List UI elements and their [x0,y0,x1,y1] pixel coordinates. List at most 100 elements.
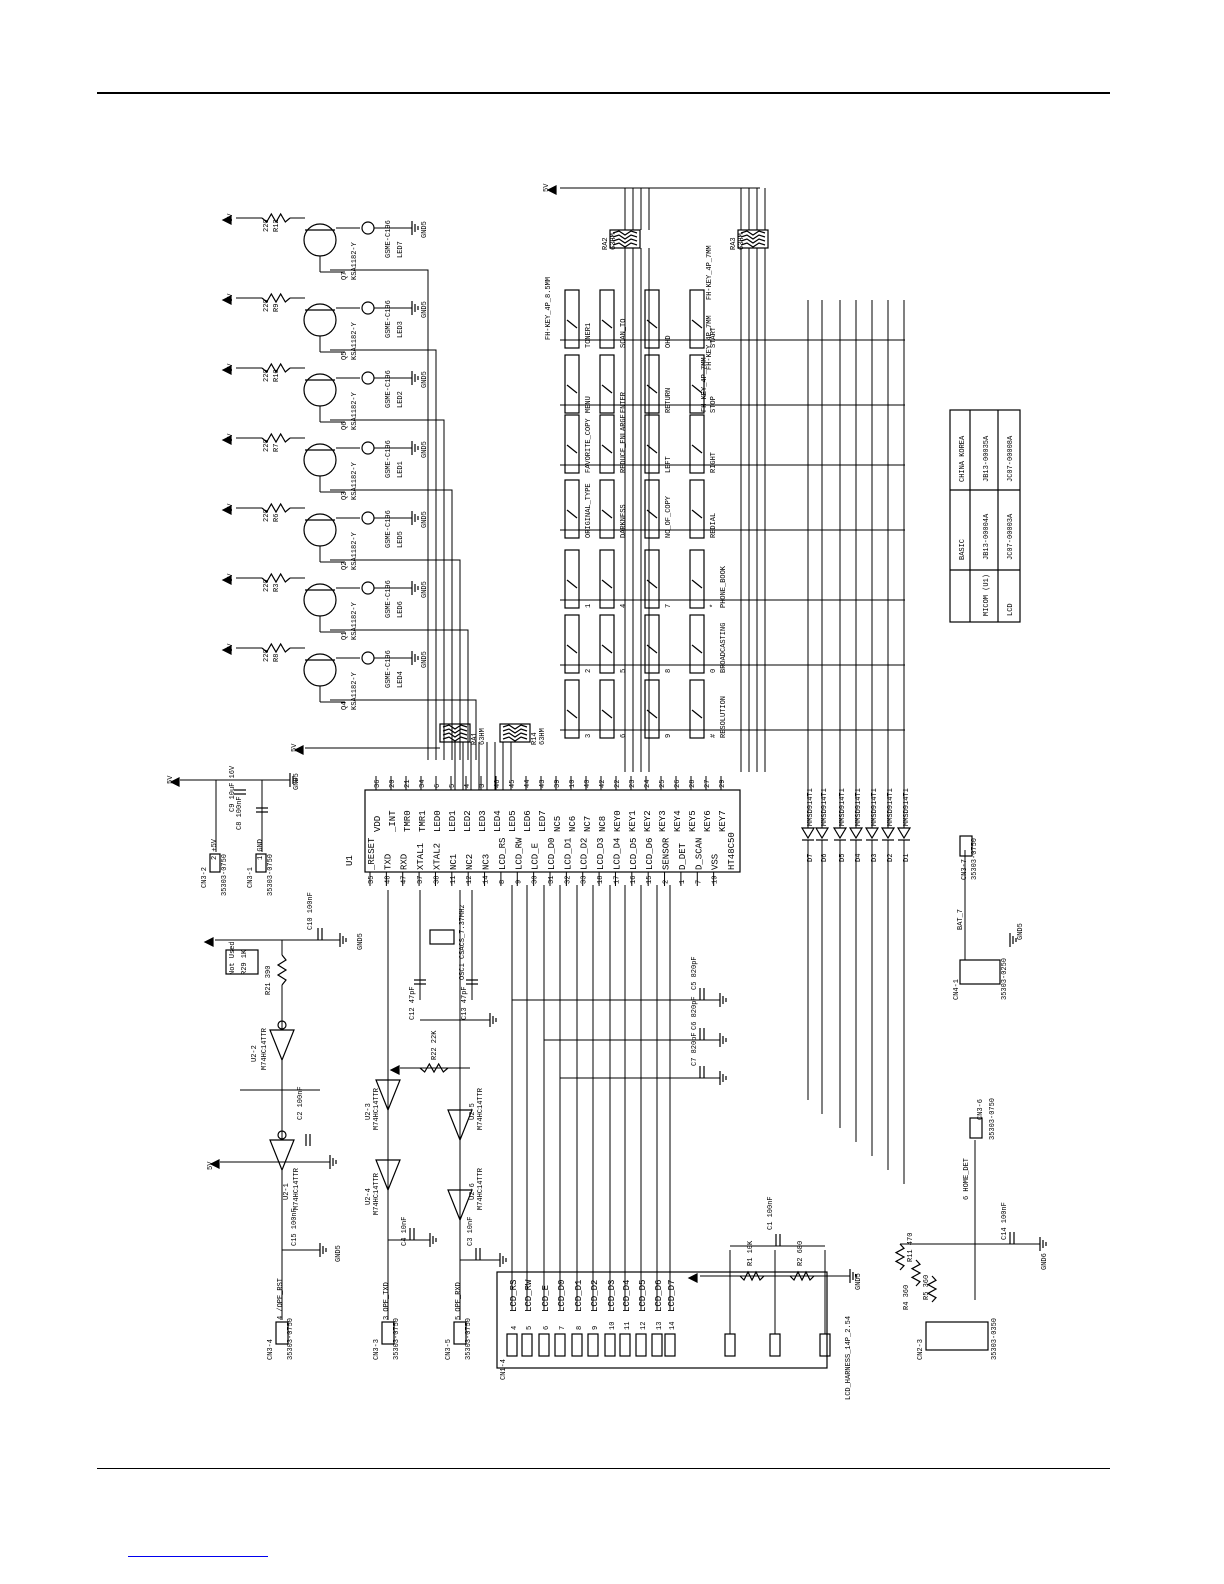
supply-arrow [209,1159,220,1169]
inverter-part: M74HC14TTR [293,1167,301,1210]
base-resistor [261,432,291,444]
diode-ref: D4 [855,854,863,862]
ic-pin-name: LCD_E [531,843,541,870]
reset-resistor [276,954,288,986]
ic-pin-number: 27 [704,780,712,788]
key-switch [564,549,580,609]
ic-pin-number: 6 [434,784,442,788]
ic-pin-name: NC8 [598,816,608,832]
key-switch [564,414,580,474]
connector-ref: CN3-5 [445,1339,453,1360]
ic-pin-number: 42 [599,780,607,788]
key-switch [599,289,615,349]
supply-arrow [221,215,232,225]
connector-pin [453,1321,467,1345]
resnet-value: 63HM [610,233,618,250]
key-label: SCAN_TO [620,319,628,348]
ic-pin-number: 5 [449,784,457,788]
supply-arrow [221,295,232,305]
supply-arrow [687,1273,698,1283]
ic-pin-name: KEY4 [673,810,683,832]
ic-pin-number: 17 [613,876,621,884]
resnet-ref: RA3 [730,237,738,250]
diode-part: MMSD914T1 [855,788,863,826]
supply-label: 5V [227,293,235,302]
ground-label: GND6 [1041,1253,1049,1270]
diode-symbol [800,827,816,840]
led-trace [330,699,477,760]
ic-pin-name: NC1 [449,854,459,870]
ic-pin-name: TMR0 [403,810,413,832]
ic-pin-number: 9 [515,880,523,884]
connector-part: 35303-0350 [991,1318,999,1360]
lcd-pin-number: 11 [624,1322,632,1330]
lcd-resistor [789,1270,815,1282]
switch-contact [691,644,703,654]
cap-label: C6 820pF [691,996,699,1030]
diode-ref: D1 [903,854,911,862]
connector-part: 35303-0750 [287,1318,295,1360]
supply-arrow [546,185,557,195]
key-label: ENTER [620,391,628,413]
cap-label: C15 100nF [291,1208,299,1246]
led-symbol [361,651,375,665]
connector-part: 35303-0750 [971,838,979,880]
connector-pin-label: 1 GND [257,839,265,860]
switch-contact [601,384,613,394]
diode-ref: D6 [821,854,829,862]
led-trace [330,269,429,760]
key-label: 6 [620,734,628,738]
inverter-symbol [447,1189,473,1222]
ic-pin-number: 32 [564,876,572,884]
key-label: TONER1 [585,323,593,348]
key-label: OHD [665,335,673,348]
inverter-bubble [277,1130,287,1140]
key-label: PHONE_BOOK [720,565,728,608]
lcd-connector-pin [724,1333,736,1357]
transistor-part: KSA1182-Y [351,671,359,710]
key-label: 3 [585,734,593,738]
transistor-symbol [303,653,337,687]
diode-part: MMSD914T1 [839,788,847,826]
base-resistor [261,642,291,654]
resnet-element [740,234,766,240]
cap-label: C8 100nF [236,796,244,830]
inverter-part: M74HC14TTR [477,1087,485,1130]
connector-part: 35303-0750 [221,854,229,896]
ic-pin-name: VSS [711,854,721,870]
resistor-ref: R7 [273,444,281,452]
transistor-part: KSA1182-Y [351,241,359,280]
ic-pin-number: 24 [644,780,652,788]
connector-pin [959,835,973,857]
footer-link-underline[interactable] [128,1556,268,1557]
diode-ref: D7 [807,854,815,862]
resnet-element [740,242,766,248]
key-label: 8 [665,669,673,673]
key-label: RETURN [665,388,673,413]
resnet-element [442,732,468,738]
ic-pin-name: NC3 [482,854,492,870]
switch-contact [691,579,703,589]
supply-arrow [221,505,232,515]
ic-pin-name: _RESET [367,837,377,871]
ic-pin-number: 7 [695,880,703,884]
cap-label: C9 10uF 16V [229,765,237,812]
lcd-connector-pin [571,1333,583,1357]
supply-label: 5V [227,363,235,372]
transistor-symbol [303,443,337,477]
resnet-element [502,736,528,742]
ic-pin-name: RXD [400,854,410,870]
ic-pin-name: LED3 [478,810,488,832]
cap-label: C3 10nF [467,1217,475,1246]
diode-part: MMSD914T1 [807,788,815,826]
led-symbol [361,511,375,525]
led-part: GSME-C196 [385,300,393,338]
inverter-ref: U2-3 [365,1103,373,1120]
ic-pin-number: 8 [499,880,507,884]
components [169,185,1047,1369]
ic-pin-name: NC2 [465,854,475,870]
lcd-connector-pin [538,1333,550,1357]
connector-part: 35303-0250 [1001,958,1009,1000]
key-switch [644,354,660,414]
key-label: 0 [710,669,718,673]
